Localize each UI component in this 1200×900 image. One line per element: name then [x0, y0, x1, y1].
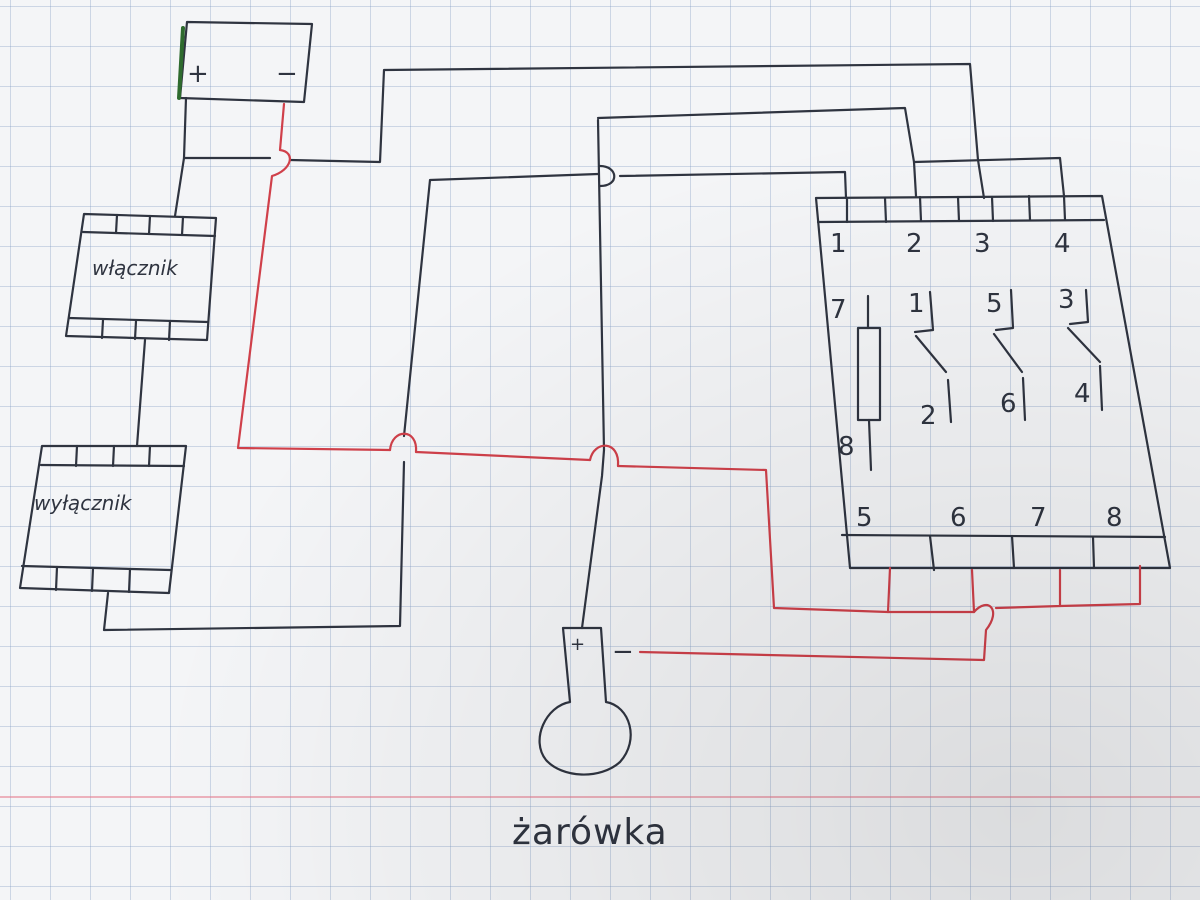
battery-minus-label: − — [276, 59, 298, 89]
battery: + − — [177, 20, 314, 104]
red-wires — [236, 102, 1142, 662]
bulb-caption: żarówka — [512, 812, 668, 853]
relay-coil — [856, 326, 882, 422]
relay-bottom-terminal-5: 5 — [856, 503, 873, 533]
relay-contact-3-top: 3 — [1058, 285, 1075, 315]
relay-contact-1-bottom: 2 — [920, 401, 937, 431]
relay-bottom-terminal-7: 7 — [1030, 503, 1047, 533]
relay-contact-1-top: 1 — [908, 289, 925, 319]
relay-top-terminal-1: 1 — [830, 229, 847, 259]
black-wires — [102, 62, 1066, 632]
bulb-plus-label: + — [570, 634, 585, 655]
bulb: + − — [538, 626, 634, 776]
relay-coil-top-label: 7 — [830, 295, 847, 325]
relay-top-terminal-2: 2 — [906, 229, 923, 259]
battery-plus-label: + — [187, 59, 209, 89]
relay: 1 2 3 4 7 8 1 2 5 6 3 4 5 6 7 8 — [814, 194, 1172, 572]
margin-line — [0, 796, 1200, 798]
bulb-minus-label: − — [612, 637, 634, 667]
switch-bottom-label: wyłącznik — [34, 491, 133, 515]
switch-bottom: wyłącznik — [18, 444, 188, 595]
relay-coil-bottom-label: 8 — [838, 432, 855, 462]
relay-contact-3-bottom: 4 — [1074, 379, 1091, 409]
relay-top-terminal-4: 4 — [1054, 229, 1071, 259]
relay-contact-2-top: 5 — [986, 289, 1003, 319]
switch-top-label: włącznik — [92, 256, 179, 280]
relay-contact-2-bottom: 6 — [1000, 389, 1017, 419]
switch-top: włącznik — [64, 212, 218, 342]
relay-bottom-terminal-8: 8 — [1106, 503, 1123, 533]
relay-bottom-terminal-6: 6 — [950, 503, 967, 533]
relay-top-terminal-3: 3 — [974, 229, 991, 259]
